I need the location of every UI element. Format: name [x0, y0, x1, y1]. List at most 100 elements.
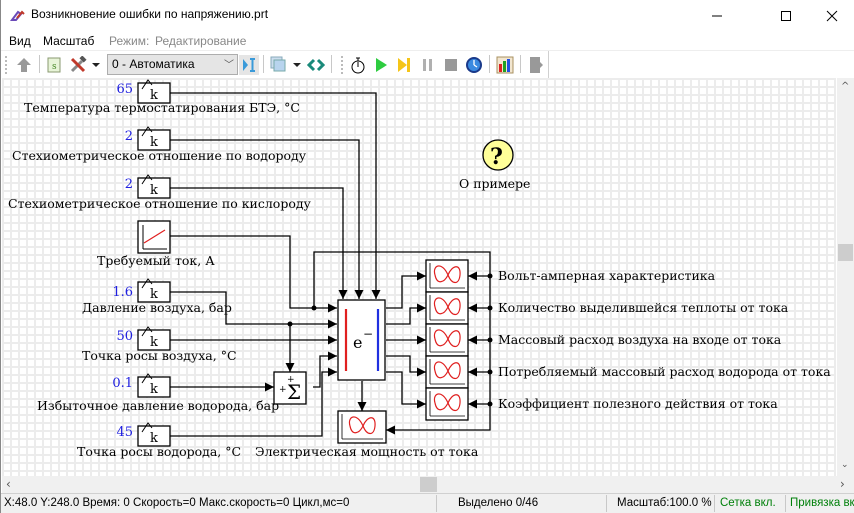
close-icon: [826, 10, 838, 21]
chart-button[interactable]: [495, 55, 515, 75]
vertical-scroll-thumb[interactable]: [838, 244, 853, 261]
wire: [386, 271, 426, 309]
stop-button[interactable]: [441, 55, 461, 75]
scroll-up-icon[interactable]: ^: [841, 81, 850, 92]
scroll-right-icon[interactable]: ›: [840, 477, 845, 491]
pause-button[interactable]: [418, 55, 438, 75]
constant-block[interactable]: k: [137, 278, 171, 303]
exit-button[interactable]: [526, 55, 546, 75]
sync-layers-icon: [243, 58, 255, 72]
wire: [170, 187, 348, 299]
constant-symbol: k: [150, 183, 158, 198]
sync-layers-button[interactable]: [239, 55, 259, 75]
constant-label: Давление воздуха, бар: [82, 300, 232, 315]
constant-block[interactable]: k: [137, 422, 171, 447]
sum-block[interactable]: + + Σ: [273, 371, 307, 405]
wire: [386, 355, 426, 377]
plot-block[interactable]: [337, 410, 387, 444]
step-button[interactable]: [394, 55, 414, 75]
horizontal-scrollbar[interactable]: ‹ ›: [2, 476, 854, 493]
toolbar-separator: [331, 55, 332, 73]
plot-block[interactable]: [425, 323, 469, 357]
layers-button[interactable]: [269, 55, 289, 75]
plot-label: Потребляемый массовый расход водорода от…: [498, 364, 831, 379]
link-button[interactable]: [306, 55, 326, 75]
scroll-down-icon[interactable]: ⌄: [841, 460, 849, 470]
scroll-left-icon[interactable]: ‹: [6, 477, 11, 491]
constant-block[interactable]: k: [137, 126, 171, 151]
status-snap[interactable]: Привязка вкл.: [790, 497, 854, 509]
constant-label: Избыточное давление водорода, бар: [37, 398, 280, 413]
up-arrow-icon: [17, 58, 31, 72]
status-divider: [785, 495, 786, 512]
tools-dropdown[interactable]: [91, 55, 101, 75]
constant-label: Точка росы воздуха, °C: [82, 348, 237, 363]
play-icon: [376, 58, 387, 72]
constant-value[interactable]: 0.1: [112, 376, 133, 391]
constant-block[interactable]: k: [137, 326, 171, 351]
close-button[interactable]: [809, 0, 854, 31]
horizontal-scroll-thumb[interactable]: [420, 477, 437, 492]
lissajous-icon: [433, 393, 461, 412]
minimize-button[interactable]: [694, 0, 740, 31]
toolbar-separator: [39, 55, 40, 73]
status-bar: X:48.0 Y:248.0 Время: 0 Скорость=0 Макс.…: [1, 493, 854, 513]
constant-value[interactable]: 2: [124, 129, 133, 144]
plot-block[interactable]: [425, 355, 469, 389]
vertical-scrollbar[interactable]: ^ ⌄: [837, 78, 854, 476]
wire: [386, 303, 426, 325]
help-button[interactable]: ?: [482, 139, 514, 171]
constant-value[interactable]: 65: [116, 82, 133, 97]
stopwatch-icon: [351, 57, 365, 74]
layers-dropdown[interactable]: [292, 55, 302, 75]
plot-block[interactable]: [425, 387, 469, 421]
menu-scale[interactable]: Масштаб: [43, 34, 95, 48]
plot-label: Количество выделившейся теплоты от тока: [498, 300, 789, 315]
wire: [313, 351, 337, 388]
question-icon: ?: [490, 144, 503, 170]
maximize-button[interactable]: [763, 0, 809, 31]
dropdown-arrow-icon: [293, 63, 301, 67]
toolbar-grip[interactable]: [5, 56, 7, 74]
clock-button[interactable]: [464, 55, 484, 75]
layer-select[interactable]: 0 - Автоматика ﹀: [107, 54, 238, 75]
menu-view[interactable]: Вид: [9, 34, 31, 48]
constant-block[interactable]: k: [137, 373, 171, 398]
window-title: Возникновение ошибки по напряжению.prt: [31, 7, 269, 21]
status-grid[interactable]: Сетка вкл.: [720, 497, 776, 509]
constant-label: Стехиометрическое отношение по водороду: [12, 148, 307, 163]
plot-block[interactable]: [425, 291, 469, 325]
toolbar-grip[interactable]: [341, 56, 343, 74]
constant-value[interactable]: 2: [124, 177, 133, 192]
toolbar-separator: [489, 55, 490, 73]
status-divider: [606, 495, 607, 512]
constant-block[interactable]: k: [137, 79, 171, 104]
app-logo-icon: [10, 10, 25, 21]
mode-label: Режим:: [109, 34, 150, 48]
fuel-cell-superscript: −: [363, 327, 373, 341]
knob-icon: [141, 278, 153, 289]
knob-icon: [141, 373, 153, 384]
run-button[interactable]: [371, 55, 391, 75]
constant-value[interactable]: 45: [116, 425, 133, 440]
constant-value[interactable]: 50: [116, 329, 133, 344]
tools-button[interactable]: [68, 55, 88, 75]
lissajous-icon: [433, 361, 461, 380]
ramp-block[interactable]: [137, 220, 171, 254]
fuel-cell-block[interactable]: e −: [337, 299, 386, 381]
constant-symbol: k: [150, 88, 158, 103]
constant-symbol: k: [150, 287, 158, 302]
plot-label: Электрическая мощность от тока: [255, 444, 479, 459]
plot-block[interactable]: [425, 259, 469, 293]
axes-icon: [341, 414, 383, 440]
constant-value[interactable]: 1.6: [112, 285, 133, 300]
toolbar-separator: [263, 55, 264, 73]
up-button[interactable]: [14, 55, 34, 75]
constant-block[interactable]: k: [137, 174, 171, 199]
script-button[interactable]: s: [44, 55, 64, 75]
timer-button[interactable]: [348, 55, 368, 75]
wire-junction: [487, 401, 493, 407]
